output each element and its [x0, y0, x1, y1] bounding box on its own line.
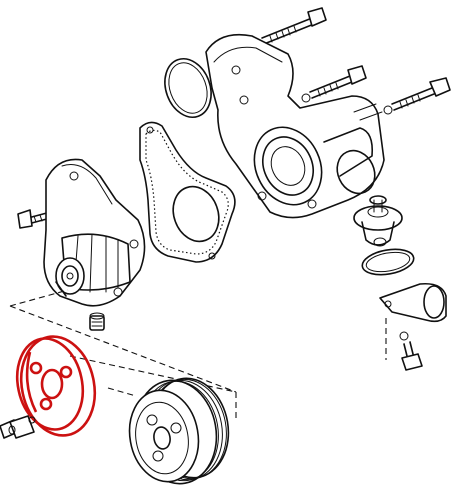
- bolt-top[interactable]: [253, 7, 327, 49]
- pulley-rim-back: [15, 337, 85, 431]
- water-pump[interactable]: [43, 158, 146, 307]
- housing-gasket[interactable]: [139, 121, 236, 263]
- thermostat[interactable]: [353, 195, 403, 247]
- belt-pulley[interactable]: [123, 372, 237, 486]
- bolt-pulley[interactable]: [0, 415, 36, 439]
- thermostat-seal[interactable]: [360, 246, 415, 279]
- pulley-outer-rim: [19, 335, 97, 437]
- hose-flange[interactable]: [379, 282, 447, 323]
- plug[interactable]: [89, 312, 105, 331]
- pulley-hole-3: [39, 397, 53, 411]
- pulley-hole-2: [59, 365, 73, 379]
- pulley-hub: [40, 368, 64, 400]
- pump-pulley-highlight[interactable]: [9, 330, 103, 443]
- bolt-upper-right[interactable]: [301, 65, 367, 103]
- thermostat-housing[interactable]: [205, 33, 385, 219]
- bolt-lower-right[interactable]: [399, 331, 423, 371]
- bolt-right[interactable]: [383, 77, 451, 115]
- pulley-hole-1: [29, 361, 43, 375]
- o-ring[interactable]: [157, 52, 219, 123]
